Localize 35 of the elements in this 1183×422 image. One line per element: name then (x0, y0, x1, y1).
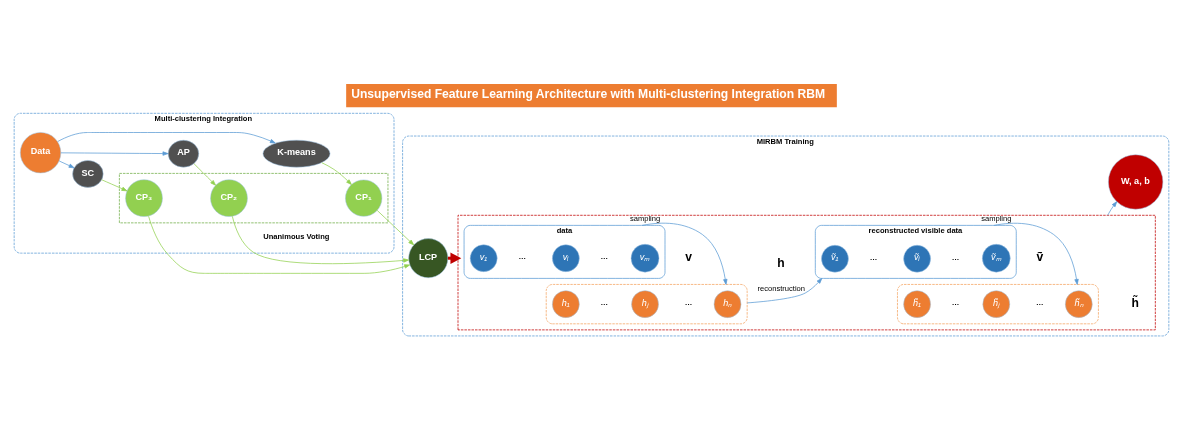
node-ellipse: SC (72, 160, 104, 188)
cluster (545, 284, 748, 325)
node-circle: ṽ₁ (821, 244, 849, 273)
node-label: ṽ (1036, 249, 1044, 264)
arrow (60, 151, 169, 156)
node-circle: h̃₁ (903, 290, 931, 318)
node-circle: v₁ (469, 244, 498, 272)
node-ellipse: AP (167, 139, 199, 168)
arrow (101, 179, 128, 192)
arrow (321, 162, 352, 185)
node-circle: vₘ (630, 244, 660, 273)
cluster (897, 284, 1099, 325)
node-label: h̃ (1131, 295, 1140, 310)
arrow (376, 210, 415, 246)
node-circle: CP₃ (125, 179, 163, 217)
arrow (231, 216, 409, 265)
arrow (746, 278, 823, 304)
node-circle: vᵢ (552, 244, 580, 272)
arrow (193, 163, 216, 186)
node-circle: h̃ₙ (1065, 290, 1093, 318)
cluster (457, 214, 1156, 331)
node-circle: h₁ (552, 290, 580, 318)
node-label: v (685, 249, 692, 264)
node-circle: ṽₘ (982, 244, 1011, 273)
node-circle: Data (20, 132, 62, 174)
arrow (57, 132, 276, 144)
node-circle: hₙ (713, 290, 742, 318)
diagram-title: Unsupervised Feature Learning Architecture with Multi-clustering Integration RBM (351, 87, 826, 102)
arrow (58, 160, 75, 169)
node-circle: h̃ⱼ (982, 290, 1011, 318)
node-circle: hⱼ (631, 290, 659, 318)
node-label: h (777, 256, 785, 271)
node-circle: ṽᵢ (903, 244, 931, 273)
arrow (1107, 201, 1118, 216)
arrow (148, 215, 411, 274)
